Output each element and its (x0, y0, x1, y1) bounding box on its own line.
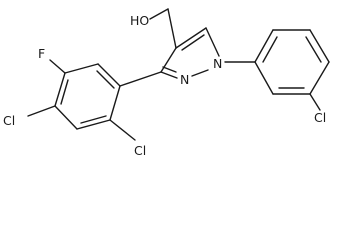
bond-dp-4 (54, 105, 78, 130)
bond-ch2-c4 (167, 8, 177, 49)
bond-dp-2 (64, 63, 99, 74)
bond-dp-6 (109, 85, 121, 121)
bond-dp-f (49, 59, 66, 74)
structure-diagram: HO N N F Cl Cl Cl (3, 8, 330, 158)
bond-cp-cl (309, 93, 321, 111)
bond-dp-inner-2 (60, 79, 69, 105)
bond-n1-n2 (191, 69, 209, 77)
bond-cp-4 (309, 61, 330, 95)
hydroxyl-label: HO (130, 13, 149, 28)
bond-cp-inner-1 (262, 36, 278, 63)
bond-cp-1 (254, 29, 274, 63)
bond-c4-c5-double (181, 34, 205, 51)
atom-labels: HO N N F Cl Cl Cl (3, 13, 326, 158)
bond-c3-aryl (119, 71, 162, 87)
bond-dp-inner-3 (80, 115, 107, 124)
n1-label: N (213, 56, 222, 71)
bond-dp-cl-para (27, 105, 56, 117)
bond-dp-cl-ortho (109, 119, 136, 141)
bond-dp-5 (76, 119, 111, 130)
fluorine-label: F (38, 46, 45, 61)
bond-cp-6 (254, 61, 274, 95)
bond-dp-inner-1 (96, 70, 115, 89)
chlorine-para-label: Cl (3, 113, 15, 128)
bond-dp-3 (54, 72, 66, 107)
bond-oh-ch2 (149, 8, 169, 20)
chlorine-ortho-label: Cl (134, 143, 146, 158)
n2-label: N (180, 72, 189, 87)
chlorine-meta-label: Cl (314, 110, 326, 125)
bond-c3-c4 (160, 47, 177, 73)
bond-c5-n1 (205, 27, 220, 57)
bond-c4-c5 (175, 27, 207, 49)
bond-cp-inner-2 (305, 36, 322, 63)
bond-cp-3 (309, 29, 330, 63)
bond-n2-c3-double (162, 66, 177, 73)
bond-dp-1 (97, 63, 121, 87)
bond-n2-c3 (160, 71, 178, 79)
bond-lines (27, 8, 330, 141)
